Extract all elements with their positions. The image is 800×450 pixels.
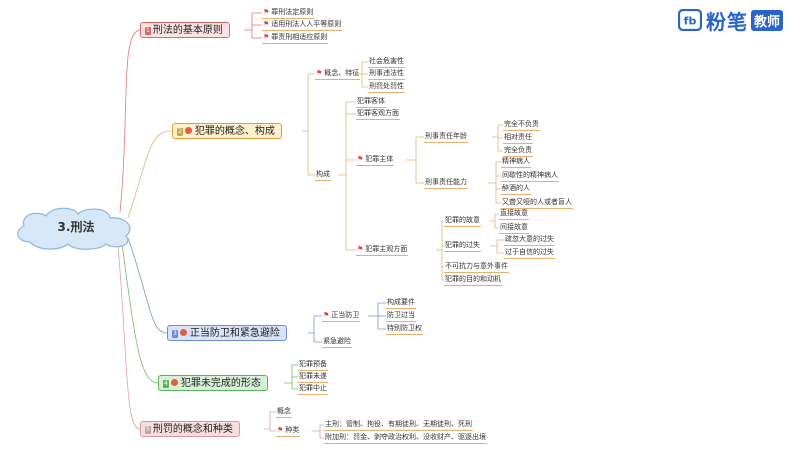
flag-icon: ⚑	[263, 20, 270, 28]
leaf-principle-equality[interactable]: ⚑适用刑法人人平等原则	[262, 20, 343, 31]
node-responsibility-ability[interactable]: 刑事责任能力	[424, 178, 468, 189]
leaf-crime-object[interactable]: 犯罪客体	[356, 97, 386, 108]
leaf-principle-legality[interactable]: ⚑罪刑法定原则	[262, 8, 315, 19]
node-responsibility-age[interactable]: 刑事责任年龄	[424, 132, 468, 143]
svg-text:fb: fb	[684, 15, 697, 28]
leaf-constitutive-elements[interactable]: 构成要件	[386, 298, 416, 309]
branch-marker-icon: 1	[145, 27, 151, 35]
node-crime-subject[interactable]: ⚑犯罪主体	[356, 155, 395, 166]
leaf-principle-proportionality[interactable]: ⚑罪责刑相适应原则	[262, 33, 329, 44]
leaf-age-full[interactable]: 完全负责	[503, 146, 533, 157]
leaf-careless-negligence[interactable]: 疏忽大意的过失	[504, 235, 555, 246]
leaf-direct-intent[interactable]: 直接故意	[499, 209, 529, 220]
person-icon	[170, 379, 178, 386]
cloud-shape	[17, 207, 131, 250]
leaf-mental-patient[interactable]: 精神病人	[501, 157, 531, 168]
flag-icon: ⚑	[357, 245, 364, 253]
flag-icon: ⚑	[277, 426, 284, 434]
node-composition[interactable]: 构成	[315, 170, 331, 181]
leaf-intermittent-patient[interactable]: 间歇性的精神病人	[501, 171, 559, 182]
leaf-discontinuation[interactable]: 犯罪中止	[298, 384, 328, 395]
leaf-social-harm[interactable]: 社会危害性	[368, 57, 405, 68]
branch-marker-icon: 2	[177, 128, 183, 136]
flag-icon: ⚑	[323, 311, 330, 319]
root-label: 3.刑法	[57, 220, 95, 234]
leaf-deaf-mute-blind[interactable]: 又聋又哑的人或者盲人	[501, 198, 573, 209]
leaf-principal-penalties[interactable]: 主刑：管制、拘役、有期徒刑、无期徒刑、死刑	[324, 420, 473, 431]
leaf-age-none[interactable]: 完全不负责	[503, 120, 540, 131]
leaf-excessive-defense[interactable]: 防卫过当	[386, 311, 416, 322]
fenbi-logo: fb 粉笔 教师	[678, 8, 784, 34]
branch-marker-icon: 5	[145, 426, 151, 434]
leaf-special-defense-right[interactable]: 特别防卫权	[386, 324, 423, 335]
leaf-crime-objective[interactable]: 犯罪客观方面	[356, 109, 400, 120]
person-icon	[179, 329, 187, 336]
logo-badge: 教师	[751, 9, 784, 31]
leaf-overconfident-negligence[interactable]: 过于自信的过失	[504, 248, 555, 259]
leaf-criminal-illegality[interactable]: 刑事违法性	[368, 69, 405, 80]
branch-marker-icon: 4	[163, 380, 169, 388]
leaf-punishment-concept[interactable]: 概念	[276, 407, 292, 418]
leaf-supplementary-penalties[interactable]: 附加刑：罚金、剥夺政治权利、没收财产、驱逐出境	[324, 433, 487, 444]
node-concept-features[interactable]: ⚑概念、特征	[315, 69, 361, 80]
flag-icon: ⚑	[263, 8, 270, 16]
leaf-emergency-avoidance[interactable]: 紧急避险	[322, 337, 352, 348]
leaf-purpose-motive[interactable]: 犯罪的目的和动机	[444, 275, 502, 286]
node-criminal-intent[interactable]: 犯罪的故意	[444, 216, 481, 227]
leaf-age-relative[interactable]: 相对责任	[503, 133, 533, 144]
leaf-indirect-intent[interactable]: 间接故意	[499, 223, 529, 234]
leaf-attempt[interactable]: 犯罪未遂	[298, 372, 328, 383]
leaf-force-majeure[interactable]: 不可抗力与意外事件	[444, 262, 509, 273]
leaf-punishability[interactable]: 刑罚处罚性	[368, 82, 405, 93]
node-punishment-types[interactable]: ⚑种类	[276, 426, 301, 437]
node-justifiable-defense[interactable]: ⚑正当防卫	[322, 311, 361, 322]
leaf-preparation[interactable]: 犯罪预备	[298, 360, 328, 371]
flag-icon: ⚑	[263, 33, 270, 41]
person-icon	[184, 127, 192, 134]
flag-icon: ⚑	[357, 155, 364, 163]
fenbi-mark-icon: fb	[678, 9, 702, 31]
logo-text: 粉笔	[706, 9, 748, 34]
flag-icon: ⚑	[316, 69, 323, 77]
node-crime-subjective[interactable]: ⚑犯罪主观方面	[356, 245, 409, 256]
branch-marker-icon: 3	[172, 330, 178, 338]
node-criminal-negligence[interactable]: 犯罪的过失	[444, 241, 481, 252]
root-node[interactable]: 3.刑法	[12, 204, 140, 250]
leaf-drunk-person[interactable]: 醉酒的人	[501, 184, 531, 195]
